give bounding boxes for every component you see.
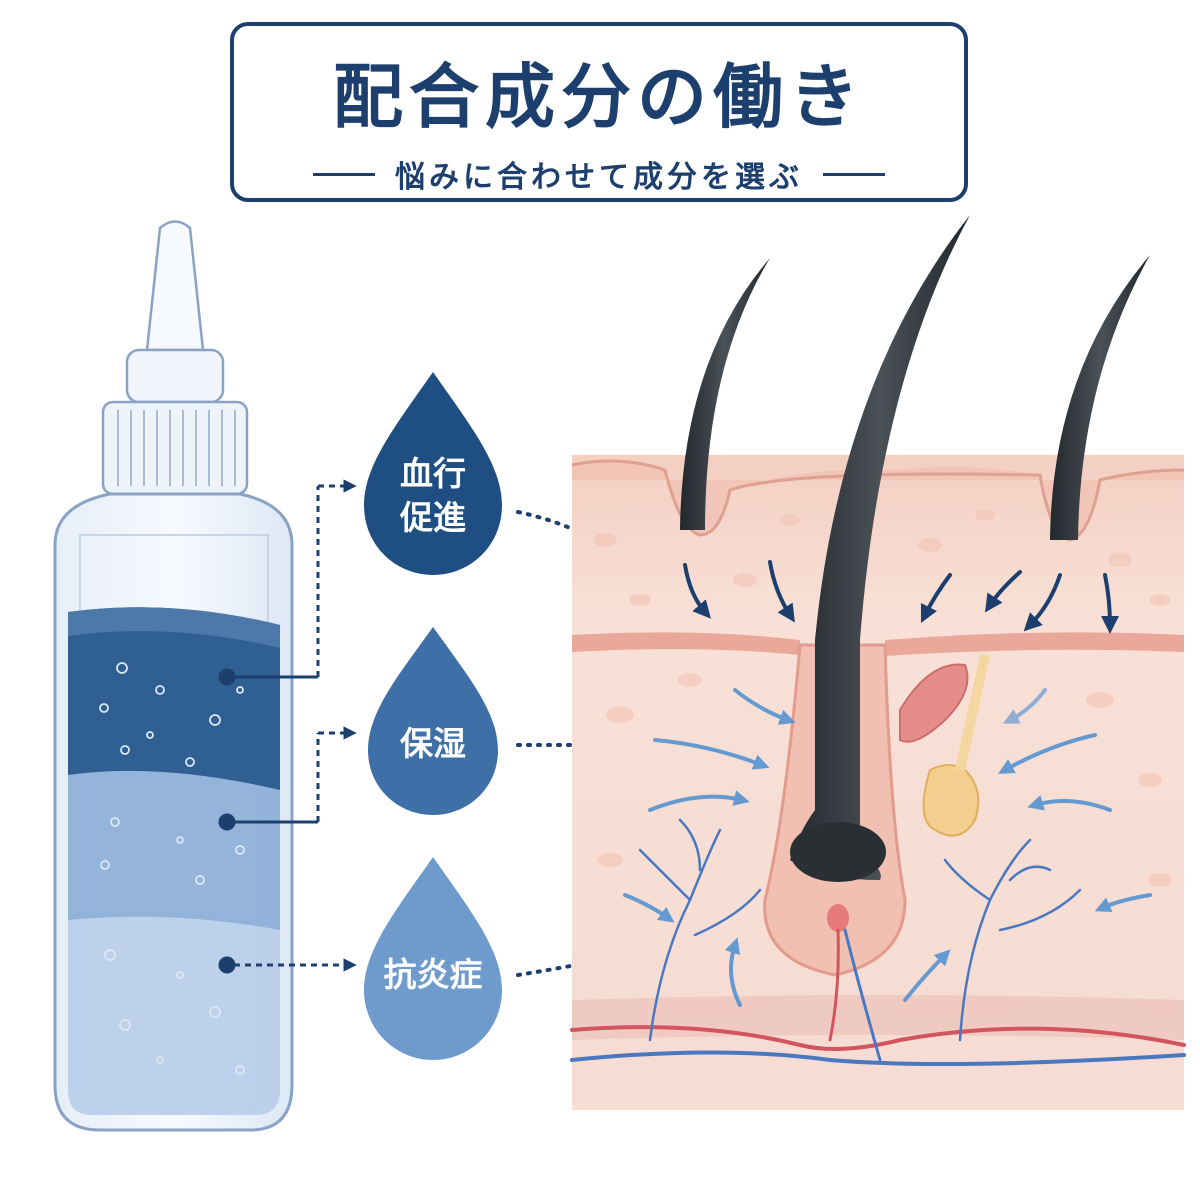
title-box: 配合成分の働き 悩みに合わせて成分を選ぶ [230, 22, 968, 202]
bottle-marker-top [218, 668, 236, 686]
connector-lines [218, 479, 357, 974]
flow-arrows [623, 560, 1152, 1007]
drop-label-anti-inflammatory: 抗炎症 [353, 953, 513, 997]
drop-label-line1: 抗炎症 [383, 955, 483, 994]
skin-cross-section [571, 455, 1185, 1110]
subtitle-line-right [823, 172, 885, 176]
blood-vessel-icon [570, 818, 1186, 1066]
hair-follicle-icon [680, 215, 1150, 932]
drop-label-circulation: 血行 促進 [353, 452, 513, 540]
page-title: 配合成分の働き [333, 56, 865, 138]
drop-label-line1: 保湿 [400, 724, 466, 763]
subtitle: 悩みに合わせて成分を選ぶ [395, 160, 803, 195]
subtitle-row: 悩みに合わせて成分を選ぶ [234, 154, 964, 195]
subtitle-line-left [313, 172, 375, 176]
drop-label-line1: 血行 [400, 454, 466, 493]
bottle-marker-bottom [218, 956, 236, 974]
water-drop-icon [364, 857, 502, 1060]
water-drop-icon [368, 627, 498, 815]
water-drop-icon [364, 372, 502, 575]
drop-label-line2: 促進 [400, 498, 466, 537]
drop-label-moisture: 保湿 [353, 722, 513, 766]
bottle-marker-middle [218, 813, 236, 831]
